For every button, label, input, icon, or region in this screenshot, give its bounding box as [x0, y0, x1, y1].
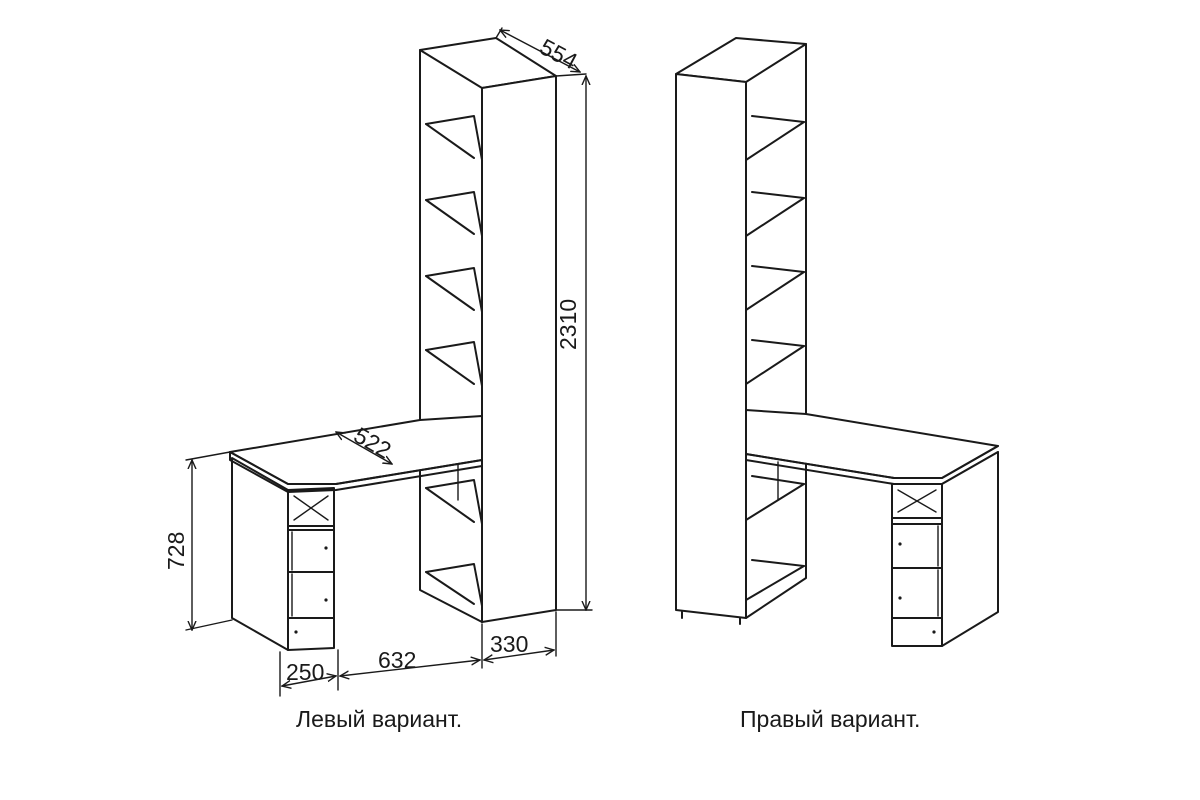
left-desk-pedestal	[231, 457, 335, 651]
right-tall-shelf-unit	[675, 37, 807, 625]
right-variant-drawing	[675, 37, 999, 647]
left-desktop	[229, 415, 483, 493]
right-desk-pedestal	[891, 451, 999, 647]
dim-2310-label: 2310	[555, 299, 581, 350]
right-variant-caption: Правый вариант.	[740, 706, 921, 732]
dim-330-label: 330	[490, 631, 528, 657]
dim-728-label: 728	[163, 532, 189, 570]
dim-632-label: 632	[378, 647, 416, 673]
left-variant-drawing: 554 2310 522 728 250 632 330	[163, 27, 593, 697]
left-tall-shelf-unit	[419, 37, 557, 623]
left-variant-caption: Левый вариант.	[296, 706, 463, 732]
dim-250-label: 250	[286, 659, 324, 685]
